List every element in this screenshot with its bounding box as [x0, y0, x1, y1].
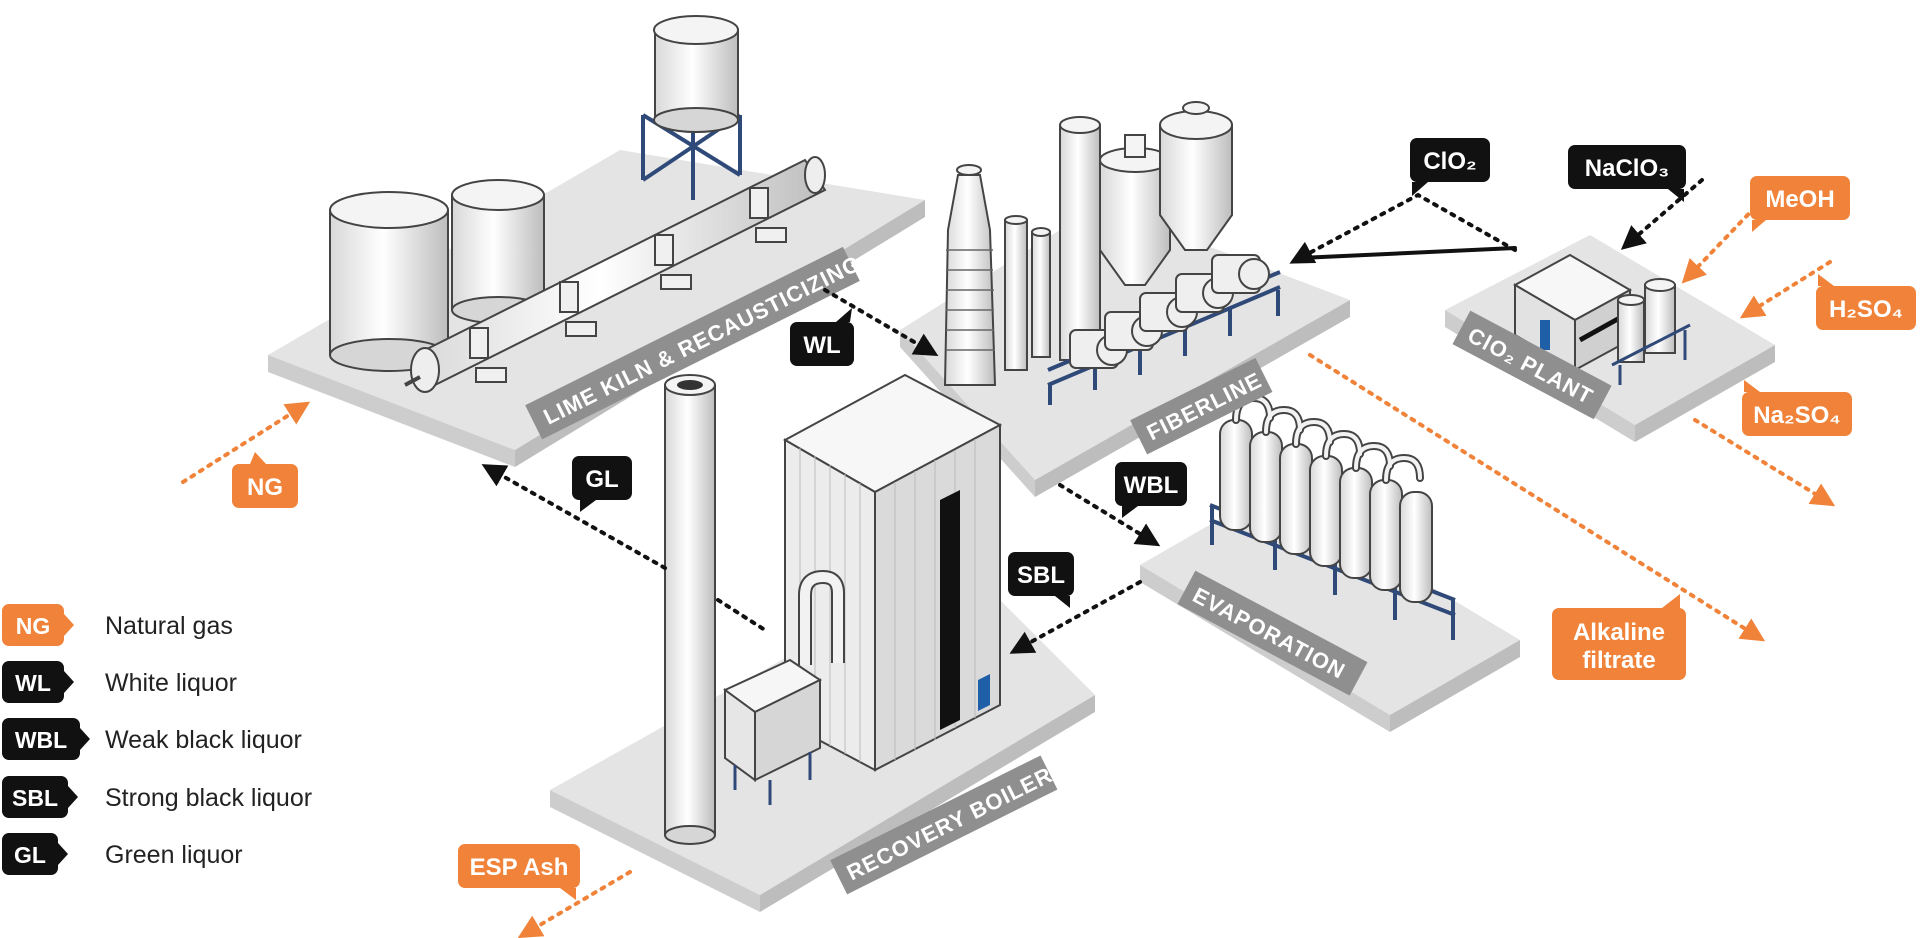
tag-gl-text: GL	[585, 466, 618, 493]
legend-item-ng: NG Natural gas	[2, 604, 233, 646]
lime-kiln-equipment	[329, 15, 827, 393]
legend-swatch	[2, 776, 68, 818]
tag-wl-text: WL	[803, 332, 840, 359]
clo2-plant-equipment	[1512, 253, 1691, 385]
fiberline-equipment	[943, 101, 1281, 405]
flow-line-h2so4	[1739, 260, 1832, 319]
flow-line-ng	[181, 401, 311, 484]
tag-meoh-text: MeOH	[1765, 186, 1834, 213]
tag-naclo3-text: NaClO₃	[1585, 155, 1669, 182]
tag-esp-ash-text: ESP Ash	[470, 854, 569, 881]
tag-alkaline-text-2: filtrate	[1582, 647, 1655, 674]
tag-esp-ash: ESP Ash	[458, 844, 580, 900]
tag-gl: GL	[572, 456, 632, 512]
legend-label: Weak black liquor	[105, 726, 302, 754]
legend-swatch	[2, 604, 64, 646]
tag-wl: WL	[790, 308, 854, 366]
tag-h2so4: H₂SO₄	[1816, 274, 1916, 330]
legend-swatch	[2, 718, 80, 760]
tag-h2so4-text: H₂SO₄	[1829, 296, 1903, 323]
tag-na2so4: Na₂SO₄	[1742, 380, 1852, 436]
flow-line-naclo3	[1620, 178, 1704, 250]
flow-line-gl	[481, 464, 667, 570]
legend-swatch	[2, 661, 64, 703]
flow-line-esp-ash	[517, 870, 632, 938]
evaporation-equipment	[1209, 393, 1456, 640]
tag-clo2: ClO₂	[1410, 138, 1490, 196]
tag-sbl: SBL	[1008, 552, 1074, 608]
tag-clo2-text: ClO₂	[1423, 148, 1476, 175]
legend-label: Natural gas	[105, 612, 233, 640]
flow-line-clo2	[1298, 246, 1517, 260]
flow-line-sbl	[1009, 580, 1142, 654]
legend-code: SBL	[12, 785, 58, 811]
tag-ng: NG	[232, 452, 298, 508]
recovery-boiler-equipment	[664, 373, 1003, 845]
flow-line-wl	[823, 288, 939, 357]
legend: NG Natural gas WL White liquor WBL Weak …	[2, 604, 312, 875]
tag-wbl: WBL	[1115, 462, 1187, 518]
legend-label: Strong black liquor	[105, 784, 312, 812]
legend-item-gl: GL Green liquor	[2, 833, 243, 875]
tag-ng-text: NG	[247, 474, 283, 501]
legend-code: WL	[15, 670, 51, 696]
tag-alkaline-filtrate: Alkaline filtrate	[1552, 594, 1686, 680]
legend-code: GL	[14, 842, 46, 868]
legend-item-sbl: SBL Strong black liquor	[2, 776, 312, 818]
flow-line-wbl	[1058, 483, 1161, 547]
legend-label: White liquor	[105, 669, 237, 697]
flow-line-gl-stub	[716, 598, 767, 632]
flow-line-meoh	[1681, 198, 1764, 284]
legend-item-wl: WL White liquor	[2, 661, 237, 703]
legend-swatch	[2, 833, 58, 875]
tag-meoh: MeOH	[1750, 176, 1850, 232]
legend-label: Green liquor	[105, 841, 243, 869]
tag-sbl-text: SBL	[1017, 562, 1065, 589]
legend-code: NG	[16, 613, 51, 639]
tag-na2so4-text: Na₂SO₄	[1753, 402, 1840, 429]
tag-wbl-text: WBL	[1124, 472, 1179, 499]
tag-naclo3: NaClO₃	[1568, 145, 1686, 202]
legend-code: WBL	[15, 727, 67, 753]
flow-line-alkaline	[1308, 353, 1766, 642]
tag-alkaline-text-1: Alkaline	[1573, 619, 1665, 646]
legend-item-wbl: WBL Weak black liquor	[2, 718, 302, 760]
flow-line-clo2-path	[1289, 192, 1517, 264]
